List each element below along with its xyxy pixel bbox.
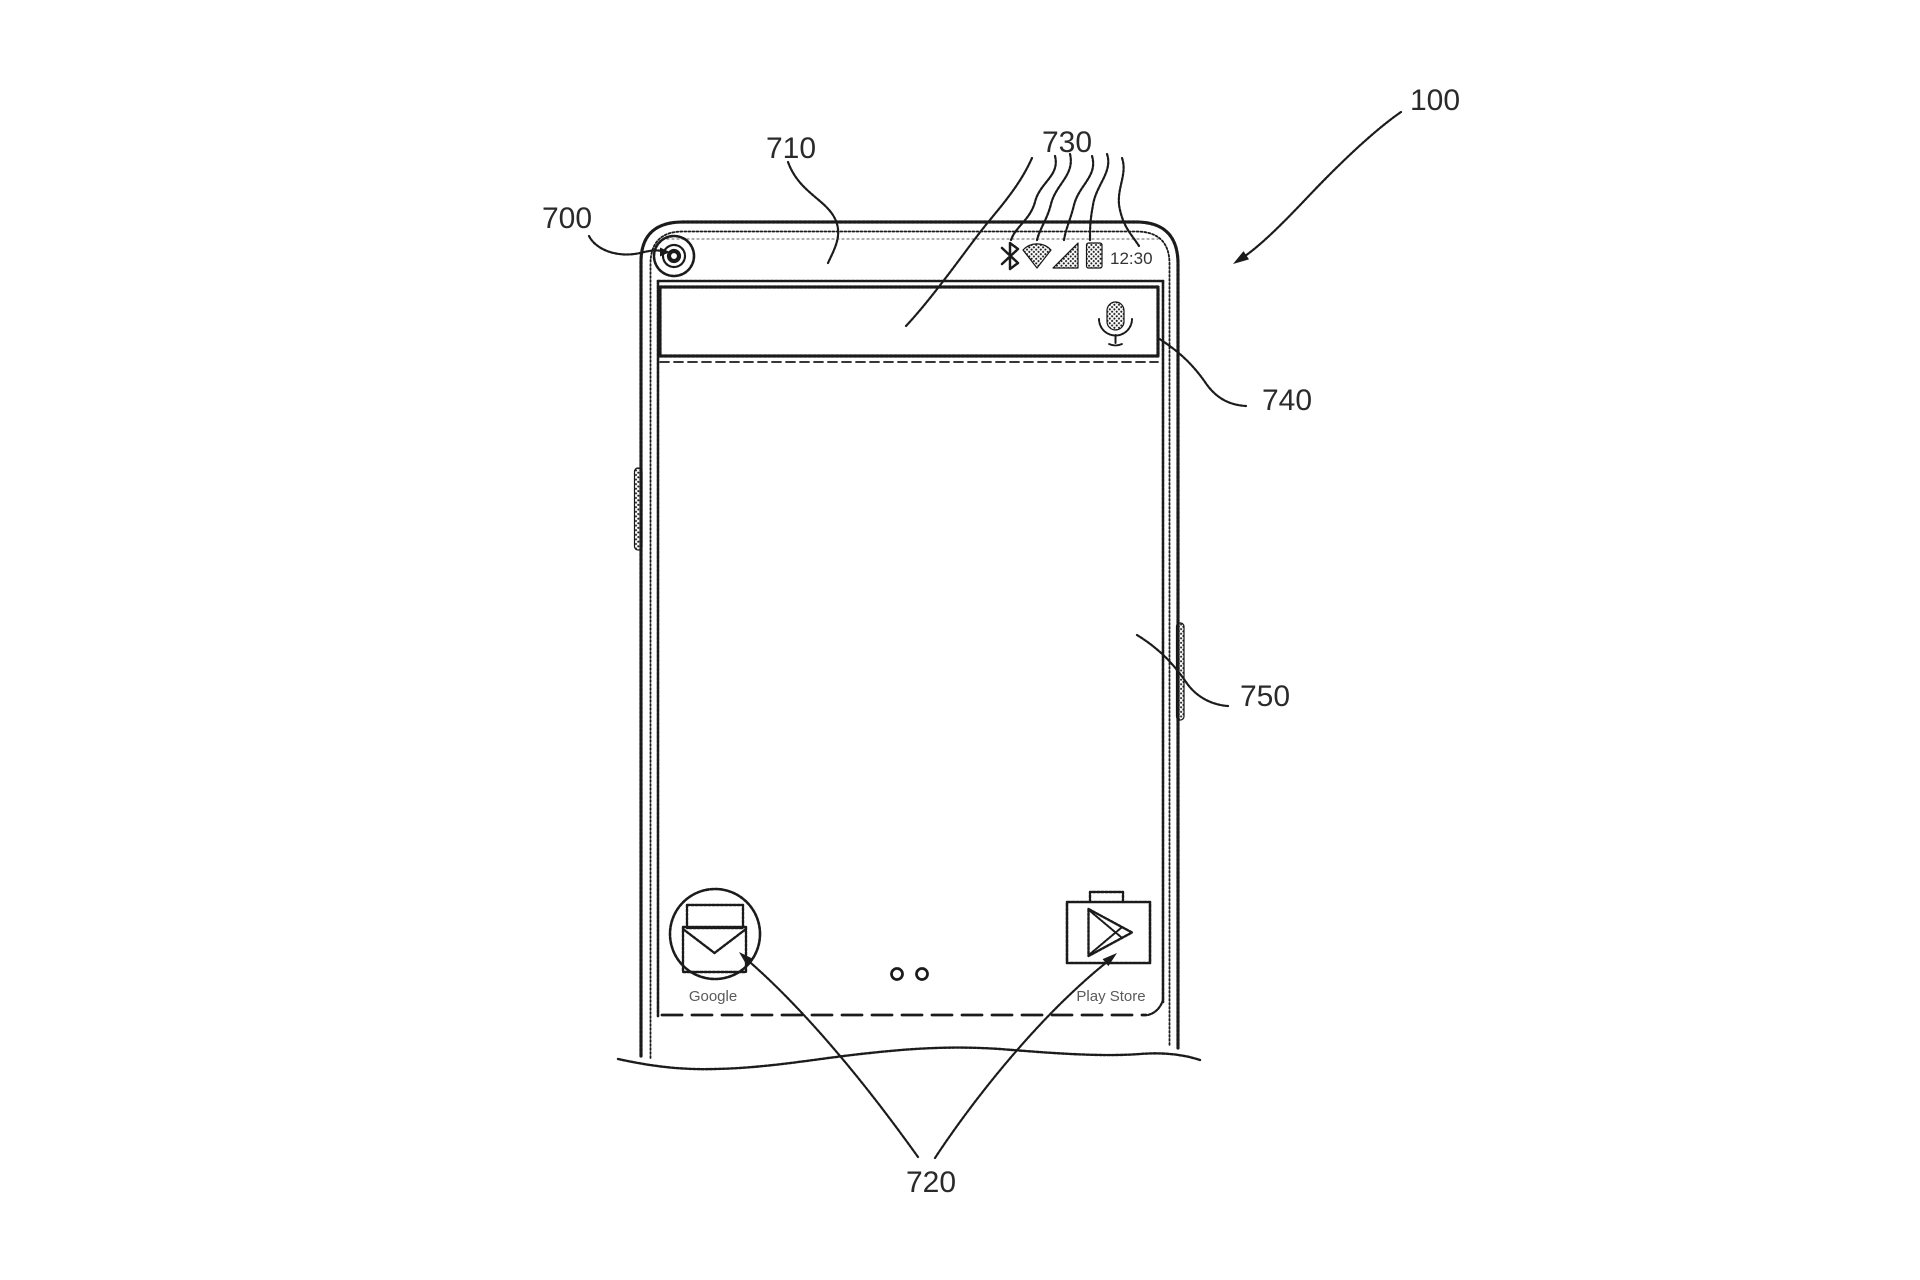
ref-label-100: 100: [1410, 84, 1460, 117]
leader-100-arrowhead: [1233, 251, 1249, 264]
bluetooth-icon: [1000, 241, 1020, 271]
search-bar-box: [658, 285, 1160, 358]
mic-capsule: [1106, 301, 1125, 331]
camera-lens: [666, 248, 682, 264]
leader-730-battery: [1088, 152, 1110, 242]
page-indicator-dots: [890, 967, 929, 981]
play-store-box: [1065, 900, 1152, 965]
battery-icon: [1085, 242, 1103, 269]
leader-730-signal: [1062, 154, 1095, 242]
camera-middle-ring: [661, 243, 687, 269]
leader-720-google: [742, 955, 920, 1159]
google-icon-circle: [668, 887, 762, 981]
google-app-label: Google: [689, 988, 737, 1005]
envelope-chevron: [681, 927, 748, 955]
leader-720-playstore-arrowhead: [1102, 953, 1117, 967]
play-triangle-icon: [1087, 907, 1134, 958]
front-camera-icon: [652, 234, 696, 278]
leader-730-time: [1117, 156, 1141, 248]
power-button: [1175, 622, 1185, 721]
ref-label-710: 710: [766, 132, 816, 165]
leader-710: [786, 160, 840, 265]
leader-700-arrowhead: [660, 247, 670, 257]
google-app-icon: Google: [668, 887, 762, 1005]
status-time: 12:30: [1110, 249, 1153, 268]
leader-750: [1135, 633, 1230, 708]
mic-base: [1108, 343, 1123, 347]
status-bar: 12:30: [1000, 241, 1153, 271]
camera-outer-ring: [652, 234, 696, 278]
leader-700: [587, 234, 664, 256]
reference-annotations: 100 700 710 730 740 750 720: [542, 84, 1460, 1199]
envelope-body: [681, 925, 748, 974]
search-bar: [658, 285, 1160, 358]
leader-100: [1243, 110, 1403, 258]
leader-730-bluetooth: [1009, 154, 1057, 242]
cellular-signal-icon: [1052, 242, 1079, 269]
leader-730-search: [904, 156, 1034, 328]
play-store-tab: [1088, 890, 1125, 904]
wifi-icon: [1022, 243, 1052, 269]
leader-720-playstore: [933, 956, 1114, 1160]
dock: Google Play Store: [668, 887, 1152, 1005]
play-store-app-icon: Play Store: [1065, 890, 1152, 1005]
dashed-line-end-hook: [1146, 998, 1165, 1017]
play-triangle-facet: [1089, 927, 1122, 955]
envelope-flap: [685, 903, 745, 930]
screen-area: [656, 279, 1165, 1018]
ref-label-720: 720: [906, 1166, 956, 1199]
leader-740: [1156, 336, 1248, 408]
phone-outline: [639, 220, 1180, 1058]
break-line: [616, 1046, 1202, 1071]
volume-button: [633, 467, 643, 551]
leader-730-wifi: [1035, 152, 1072, 242]
play-store-app-label: Play Store: [1076, 988, 1145, 1005]
page-dot: [915, 967, 929, 981]
ref-label-700: 700: [542, 202, 592, 235]
page-dot: [890, 967, 904, 981]
ref-label-740: 740: [1262, 384, 1312, 417]
ref-label-730: 730: [1042, 126, 1092, 159]
ref-label-750: 750: [1240, 680, 1290, 713]
microphone-icon: [1098, 301, 1133, 347]
leader-720-google-arrowhead: [739, 952, 753, 966]
